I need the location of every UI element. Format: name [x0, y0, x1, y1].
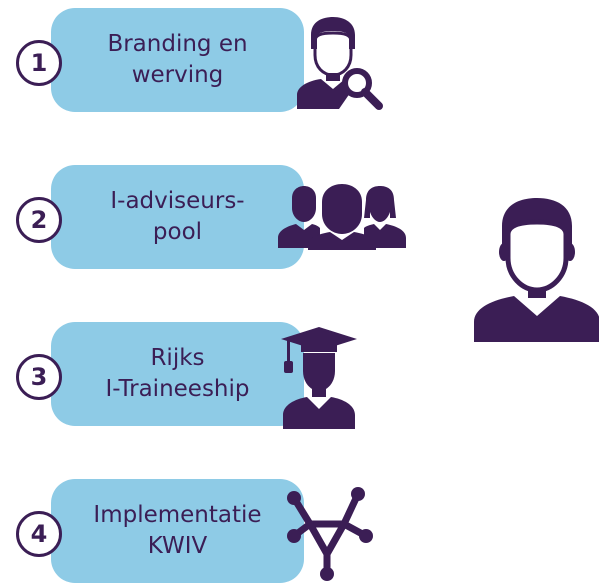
step-1-number: 1 [16, 40, 62, 86]
graduate-icon [281, 327, 357, 429]
step-1-label-line2: werving [131, 62, 224, 88]
group-icon [278, 184, 406, 250]
step-3-number: 3 [16, 354, 62, 400]
step-2-number: 2 [16, 197, 62, 243]
step-1-pill: Branding en werving [51, 8, 304, 112]
step-2: 2 I-adviseurs- pool [0, 162, 420, 272]
step-4-pill: Implementatie KWIV [51, 479, 304, 583]
step-1: 1 Branding en werving [0, 5, 420, 115]
step-3-label-line1: Rijks [150, 345, 205, 371]
network-icon [287, 487, 373, 581]
step-1-label-line1: Branding en [107, 31, 248, 57]
person-icon [474, 198, 599, 342]
step-4-label-line1: Implementatie [93, 502, 262, 528]
person-search-icon [297, 17, 383, 110]
step-2-label-line2: pool [152, 219, 203, 245]
step-2-pill: I-adviseurs- pool [51, 165, 304, 269]
step-4-label-line2: KWIV [147, 533, 208, 559]
step-3-pill: Rijks I-Traineeship [51, 322, 304, 426]
step-2-label-line1: I-adviseurs- [110, 188, 245, 214]
step-3-label-line2: I-Traineeship [105, 376, 250, 402]
step-4-number: 4 [16, 511, 62, 557]
step-3: 3 Rijks I-Traineeship [0, 319, 420, 429]
step-4: 4 Implementatie KWIV [0, 476, 420, 586]
